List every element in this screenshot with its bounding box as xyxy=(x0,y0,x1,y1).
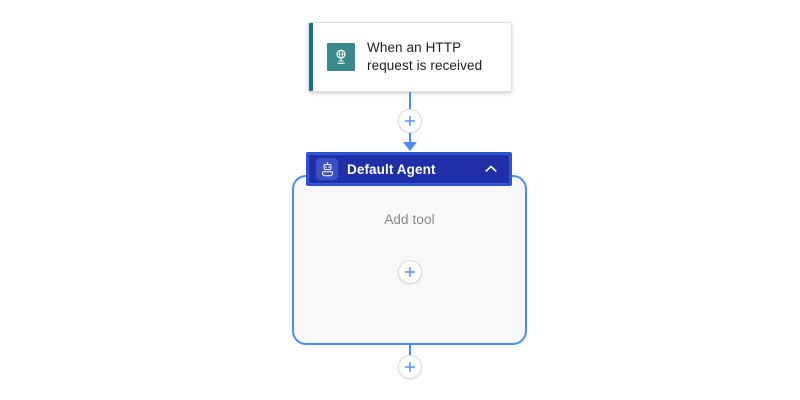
add-tool-label: Add tool xyxy=(384,212,435,227)
plus-icon xyxy=(405,116,415,126)
trigger-card-content: When an HTTP request is received xyxy=(309,39,487,75)
plus-icon xyxy=(404,267,415,277)
connector-line-agent-to-next xyxy=(409,345,411,357)
arrow-down-icon xyxy=(403,142,417,151)
chevron-up-icon[interactable] xyxy=(481,159,501,179)
robot-agent-icon xyxy=(316,158,338,180)
plus-icon xyxy=(405,362,415,372)
add-step-button-bottom[interactable] xyxy=(398,355,422,379)
agent-header[interactable]: Default Agent xyxy=(308,154,510,184)
add-tool-button[interactable] xyxy=(397,260,422,284)
agent-container: Add tool xyxy=(292,175,527,345)
agent-header-selection-ring: Default Agent xyxy=(306,152,512,186)
http-request-globe-icon xyxy=(327,43,355,71)
trigger-card-http-request[interactable]: When an HTTP request is received xyxy=(308,22,512,92)
add-step-button-top[interactable] xyxy=(398,109,422,133)
trigger-accent-bar xyxy=(309,23,313,91)
trigger-card-title: When an HTTP request is received xyxy=(367,40,483,73)
agent-title: Default Agent xyxy=(347,161,436,177)
